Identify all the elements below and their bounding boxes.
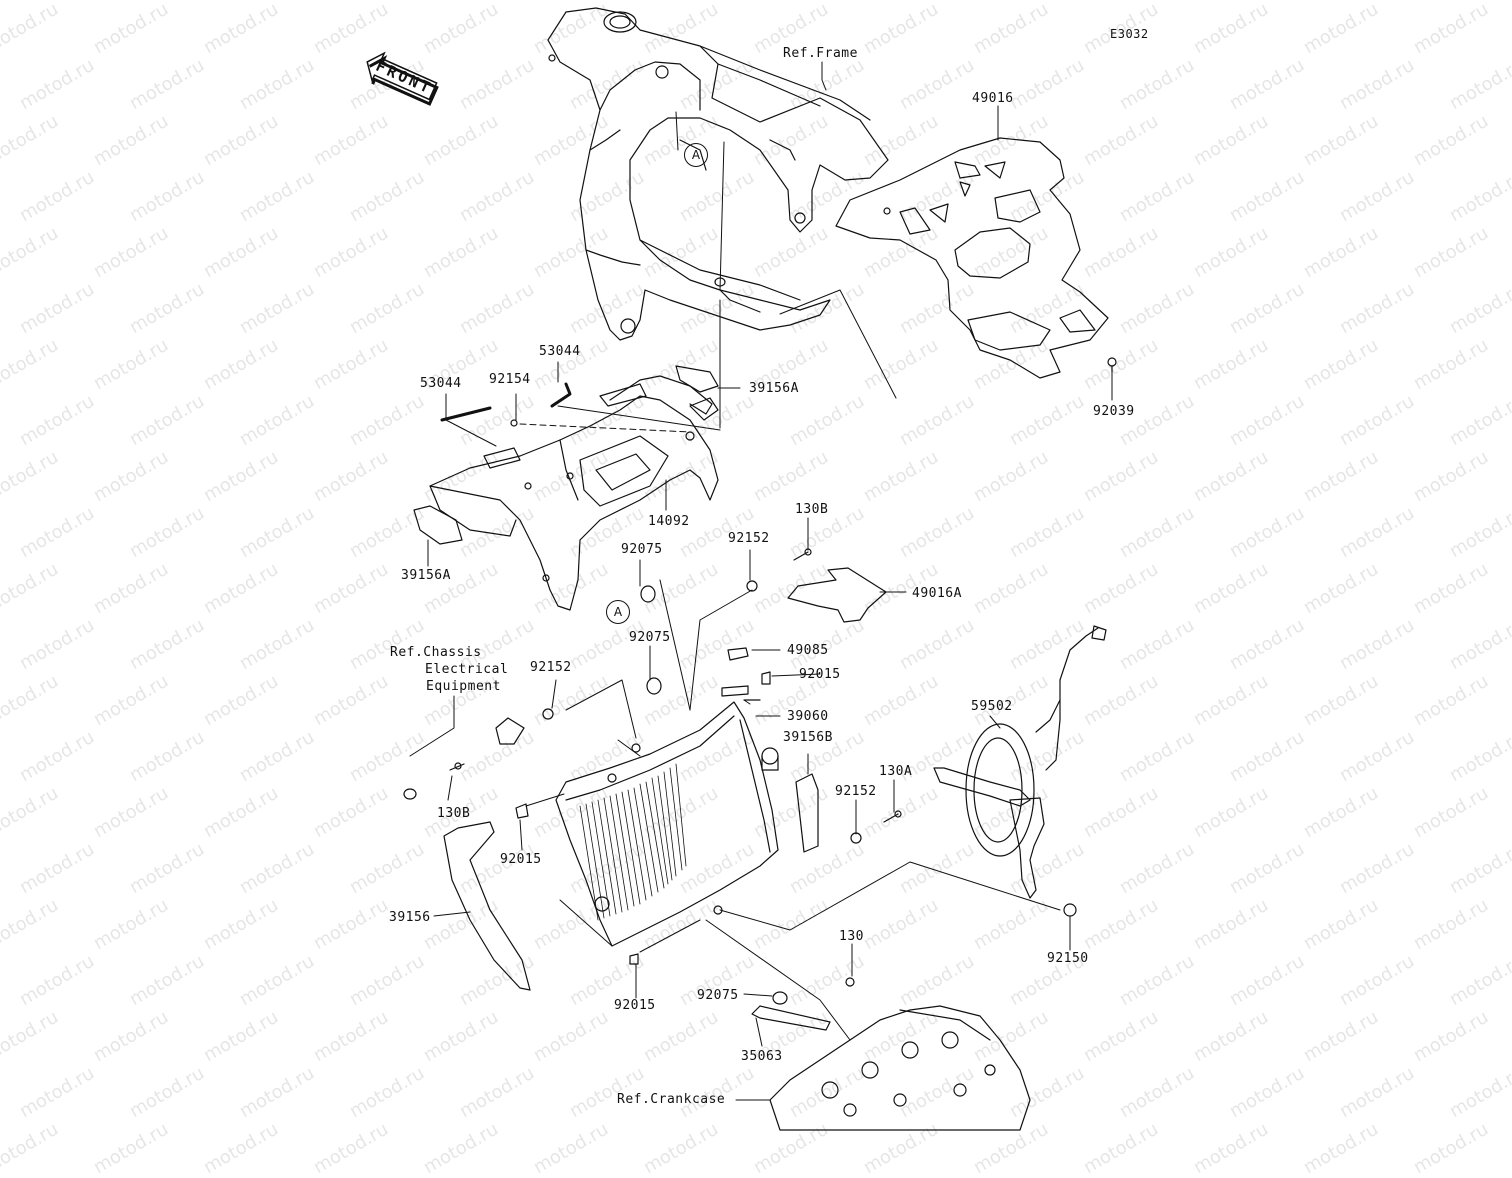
heat-shield-drawing (836, 138, 1116, 378)
cover-39156B-drawing (796, 774, 818, 852)
part-label-39060: 39060 (787, 709, 829, 724)
radiator-drawing (556, 648, 778, 946)
diagram-code: E3032 (1110, 27, 1149, 41)
small-parts-drawing (404, 549, 1076, 1004)
part-label-59502: 59502 (971, 699, 1013, 714)
leader-lines (410, 62, 1112, 1100)
part-label-92152-left: 92152 (530, 660, 572, 675)
part-label-39156A-top: 39156A (749, 381, 799, 396)
part-label-53044-left: 53044 (420, 376, 462, 391)
part-label-92015-bottom: 92015 (614, 998, 656, 1013)
part-label-92039: 92039 (1093, 404, 1135, 419)
part-label-130A: 130A (879, 764, 913, 779)
part-label-92154: 92154 (489, 372, 531, 387)
air-duct-drawing (414, 366, 718, 610)
part-label-92015-left: 92015 (500, 852, 542, 867)
part-label-39156B: 39156B (783, 730, 833, 745)
ref-electrical-label: Electrical (425, 662, 509, 677)
ref-chassis-label: Ref.Chassis (390, 645, 482, 660)
ref-marker-a-top: A (684, 143, 708, 167)
part-label-130B-top: 130B (795, 502, 829, 517)
part-label-92152-right: 92152 (835, 784, 877, 799)
part-label-130: 130 (839, 929, 864, 944)
ref-marker-a-bottom: A (606, 600, 630, 624)
parts-diagram-drawing (0, 0, 1512, 1134)
reference-lines (520, 112, 1060, 1040)
ref-equipment-label: Equipment (426, 679, 501, 694)
front-arrow-icon (366, 51, 439, 106)
part-label-92075-bottom: 92075 (697, 988, 739, 1003)
crankcase-drawing (770, 1006, 1030, 1130)
front-arrow: FRONT (358, 44, 445, 110)
ref-frame-label: Ref.Frame (783, 46, 858, 61)
part-label-39156: 39156 (389, 910, 431, 925)
part-label-53044-right: 53044 (539, 344, 581, 359)
part-label-49016A: 49016A (912, 586, 962, 601)
fan-drawing (934, 626, 1106, 898)
frame-drawing (548, 8, 888, 340)
part-label-92075-mid: 92075 (629, 630, 671, 645)
part-label-49016: 49016 (972, 91, 1014, 106)
part-label-92152-top: 92152 (728, 531, 770, 546)
part-label-49085: 49085 (787, 643, 829, 658)
part-label-39156A-left: 39156A (401, 568, 451, 583)
part-label-35063: 35063 (741, 1049, 783, 1064)
part-label-130B-left: 130B (437, 806, 471, 821)
part-label-92075-top: 92075 (621, 542, 663, 557)
plate-49016A-drawing (788, 568, 886, 622)
shroud-39156-drawing (444, 822, 530, 990)
part-label-92150: 92150 (1047, 951, 1089, 966)
part-label-14092: 14092 (648, 514, 690, 529)
part-label-92015-top: 92015 (799, 667, 841, 682)
ref-crankcase-label: Ref.Crankcase (617, 1092, 726, 1107)
stay-35063-drawing (752, 1006, 830, 1030)
